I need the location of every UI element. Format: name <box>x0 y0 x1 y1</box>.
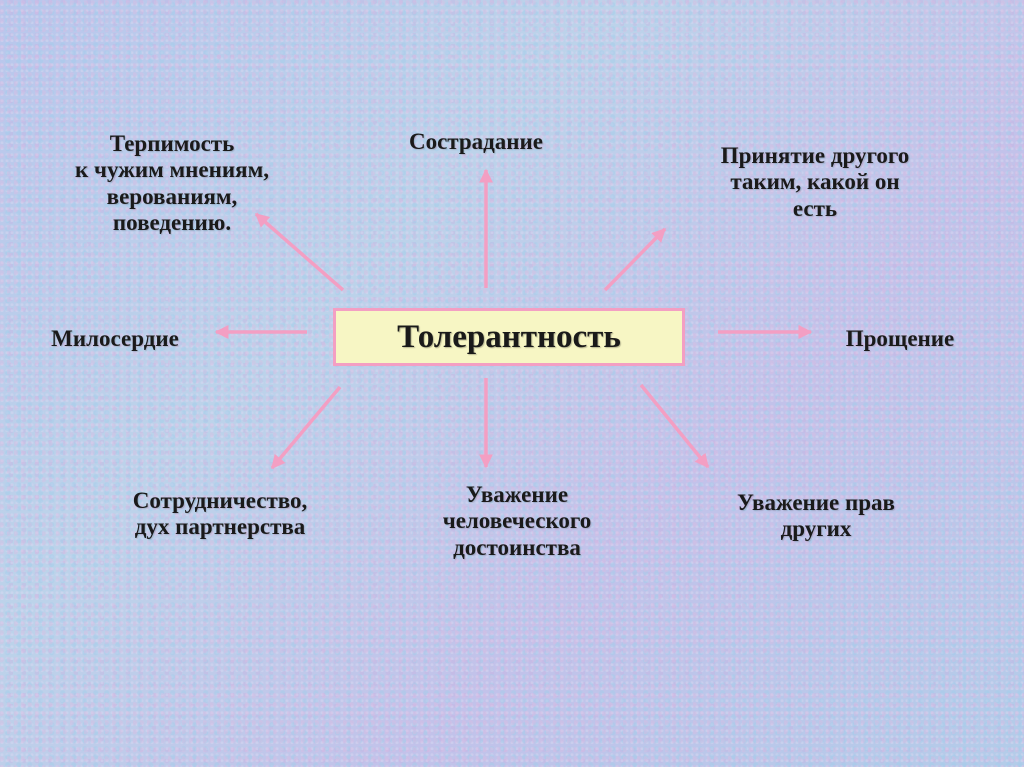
node-top-line: Сострадание <box>408 129 544 154</box>
node-top-left-line: верованиям, <box>106 183 238 209</box>
node-bottom: Уважение человеческого достоинства <box>402 482 632 561</box>
node-left: Милосердие <box>20 326 210 352</box>
node-top-left-line: Терпимость <box>109 131 235 156</box>
node-right: Прощение <box>820 326 980 352</box>
node-top: Сострадание <box>376 129 576 155</box>
node-top-left-line: к чужим мнениям, <box>74 157 269 183</box>
node-bottom-right-line: других <box>780 516 852 542</box>
node-top-right: Принятие другого таким, какой он есть <box>680 143 950 222</box>
node-bottom-right: Уважение прав других <box>696 490 936 543</box>
arrow-to-bottom-left <box>270 385 342 470</box>
node-bottom-line: Уважение <box>465 482 569 507</box>
center-concept-box: Толерантность <box>333 308 685 366</box>
node-left-line: Милосердие <box>51 326 179 351</box>
node-top-right-line: Принятие другого <box>720 143 910 168</box>
node-bottom-line: достоинства <box>453 534 581 560</box>
node-bottom-left: Сотрудничество, дух партнерства <box>95 488 345 541</box>
arrow-to-top-right <box>603 227 667 292</box>
node-top-left: Терпимость к чужим мнениям, верованиям, … <box>42 131 302 237</box>
node-bottom-line: человеческого <box>442 508 592 534</box>
node-top-left-line: поведению. <box>112 210 232 236</box>
node-right-line: Прощение <box>845 326 955 351</box>
arrow-to-top-left <box>254 212 345 292</box>
node-top-right-line: есть <box>792 195 838 221</box>
node-bottom-left-line: Сотрудничество, <box>132 488 308 513</box>
node-bottom-right-line: Уважение прав <box>737 490 895 515</box>
node-top-right-line: таким, какой он <box>730 169 900 195</box>
center-concept-text: Толерантность <box>397 318 621 355</box>
arrow-to-bottom-right <box>639 383 710 469</box>
node-bottom-left-line: дух партнерства <box>134 514 306 540</box>
